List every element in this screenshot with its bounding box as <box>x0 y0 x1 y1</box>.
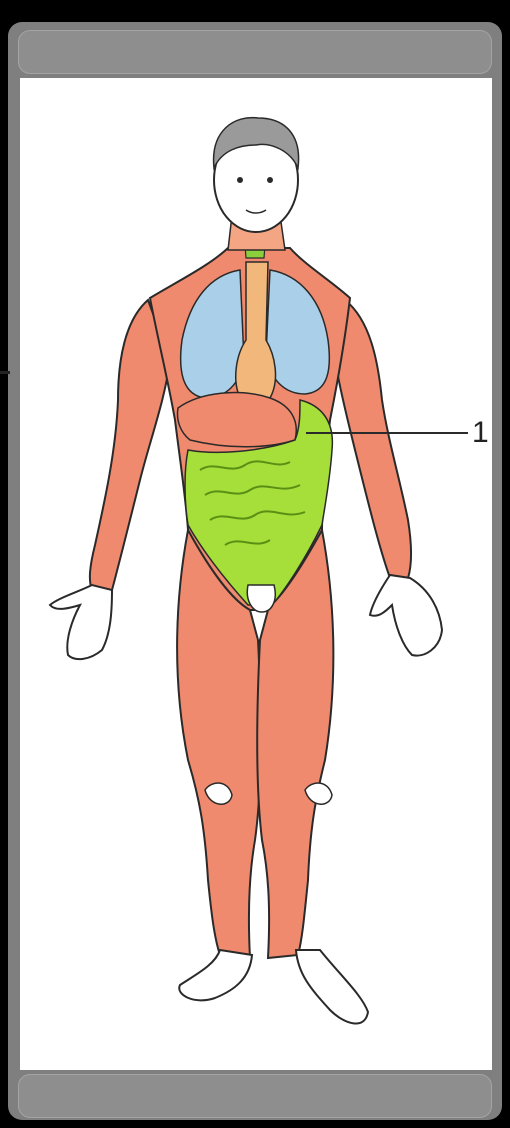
right-hand <box>370 575 442 656</box>
left-arm <box>90 300 170 590</box>
left-foot <box>179 950 252 1000</box>
right-arm <box>335 300 411 578</box>
left-hand <box>50 585 112 659</box>
right-foot <box>296 950 368 1024</box>
left-eye <box>237 177 243 183</box>
right-eye <box>267 177 273 183</box>
callout-label-1: 1 <box>472 418 489 448</box>
